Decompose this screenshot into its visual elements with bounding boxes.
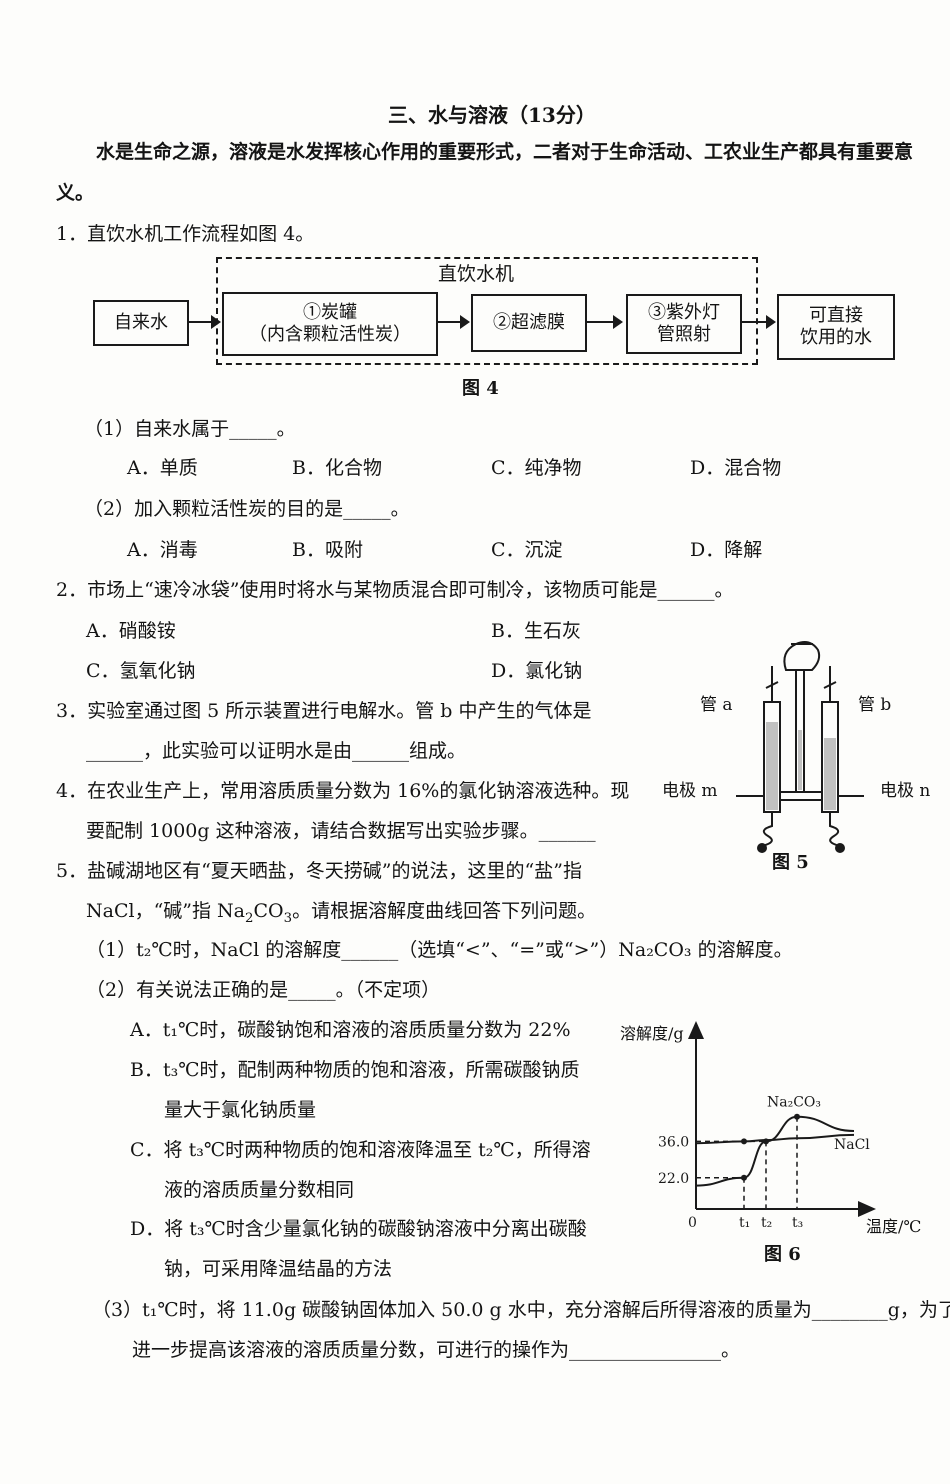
step3-box: ③紫外灯 管照射 xyxy=(626,294,742,354)
q3-line1: 3．实验室通过图 5 所示装置进行电解水。管 b 中产生的气体是 xyxy=(56,700,592,722)
arrow-4 xyxy=(742,315,776,329)
step2-label: ②超滤膜 xyxy=(493,312,565,333)
q1-stem: 1．直饮水机工作流程如图 4。 xyxy=(56,223,315,245)
q1-sub2-option-c: C．沉淀 xyxy=(491,539,563,561)
y-tick-label-1: 36.0 xyxy=(658,1134,689,1150)
q5-line2-part-a: NaCl，“碱”指 Na xyxy=(86,900,245,922)
q5-sub2: （2）有关说法正确的是_____。（不定项） xyxy=(86,979,441,1001)
q5-line1: 5．盐碱湖地区有“夏天晒盐，冬天捞碱”的说法，这里的“盐”指 xyxy=(56,860,582,882)
x-tick-label-3: t₃ xyxy=(792,1215,803,1231)
q1-sub1-option-a: A．单质 xyxy=(127,457,198,479)
q5-option-c-line2: 液的溶质质量分数相同 xyxy=(164,1179,355,1201)
q1-sub2-option-d: D．降解 xyxy=(690,539,763,561)
x-tick-label-0: 0 xyxy=(688,1215,697,1231)
q5-line2: NaCl，“碱”指 Na2CO3。请根据溶解度曲线回答下列问题。 xyxy=(86,899,596,931)
key-point-2 xyxy=(794,1113,800,1120)
machine-frame xyxy=(216,257,758,365)
y-tick-label-0: 22.0 xyxy=(658,1171,689,1187)
chart-xlabel: 温度/℃ xyxy=(866,1217,922,1236)
figure-5-caption: 图 5 xyxy=(772,852,809,873)
q5-line2-part-b: CO xyxy=(253,900,284,922)
step3-line1: ③紫外灯 xyxy=(648,302,720,323)
series-label-0: Na₂CO₃ xyxy=(767,1095,821,1111)
series-line-0 xyxy=(695,1115,855,1187)
series-line-1 xyxy=(695,1133,855,1145)
q5-option-b-line2: 量大于氯化钠质量 xyxy=(164,1099,317,1121)
electrode-m-label: 电极 m xyxy=(662,781,718,801)
x-tick-label-1: t₁ xyxy=(739,1215,750,1231)
step3-line2: 管照射 xyxy=(657,324,711,345)
q2-option-c: C．氢氧化钠 xyxy=(86,660,196,682)
step1-box: ①炭罐 （内含颗粒活性炭） xyxy=(222,292,438,356)
q5-option-d-line2: 钠，可采用降温结晶的方法 xyxy=(164,1258,393,1280)
figure-4-caption: 图 4 xyxy=(462,378,499,399)
arrow-3 xyxy=(587,315,623,329)
chart-ylabel: 溶解度/g xyxy=(620,1024,684,1043)
section-title: 三、水与溶液（13分） xyxy=(388,103,596,127)
figure-6-solubility-chart: Na₂CO₃ NaCl 22.0 36.0 0 t₁ t₂ t₃ xyxy=(658,1021,876,1231)
q2-option-d: D．氯化钠 xyxy=(491,660,583,682)
figure-6-caption: 图 6 xyxy=(764,1244,801,1265)
figure-5-apparatus xyxy=(736,641,864,853)
output-box: 可直接 饮用的水 xyxy=(777,294,895,360)
q1-sub2-option-a: A．消毒 xyxy=(127,539,198,561)
tube-a-label: 管 a xyxy=(700,695,733,715)
q4-line1: 4．在农业生产上，常用溶质质量分数为 16%的氯化钠溶液选种。现 xyxy=(56,780,630,802)
tube-b-label: 管 b xyxy=(858,695,892,715)
step1-line2: （内含颗粒活性炭） xyxy=(249,324,411,345)
series-label-1: NaCl xyxy=(834,1137,870,1153)
machine-title: 直饮水机 xyxy=(438,263,515,285)
step2-box: ②超滤膜 xyxy=(471,294,587,352)
q5-line2-subscript: 2 xyxy=(245,910,254,926)
source-label: 自来水 xyxy=(114,312,168,333)
electrode-n-label: 电极 n xyxy=(880,781,931,801)
q1-sub2-option-b: B．吸附 xyxy=(292,539,363,561)
x-tick-label-2: t₂ xyxy=(761,1215,772,1231)
q1-sub1: （1）自来水属于_____。 xyxy=(84,418,296,440)
q3-line2: ______，此实验可以证明水是由______组成。 xyxy=(86,740,467,762)
q2-option-a: A．硝酸铵 xyxy=(86,620,176,642)
q5-sub1: （1）t₂℃时，NaCl 的溶解度______（选填“<”、“=”或“>”）Na… xyxy=(86,939,793,961)
q5-option-b-line1: B．t₃℃时，配制两种物质的饱和溶液，所需碳酸钠质 xyxy=(130,1059,580,1081)
q2-stem: 2．市场上“速冷冰袋”使用时将水与某物质混合即可制冷，该物质可能是______。 xyxy=(56,579,734,601)
q4-line2: 要配制 1000g 这种溶液，请结合数据写出实验步骤。______ xyxy=(86,820,596,842)
intro-line-1: 水是生命之源，溶液是水发挥核心作用的重要形式，二者对于生命活动、工农业生产都具有… xyxy=(96,141,914,163)
q5-option-c-line1: C．将 t₃℃时两种物质的饱和溶液降温至 t₂℃，所得溶 xyxy=(130,1139,591,1161)
q1-sub2: （2）加入颗粒活性炭的目的是_____。 xyxy=(84,498,410,520)
output-line2: 饮用的水 xyxy=(800,327,872,348)
q1-sub1-option-c: C．纯净物 xyxy=(491,457,582,479)
q5-sub3-line1: （3）t₁℃时，将 11.0g 碳酸钠固体加入 50.0 g 水中，充分溶解后所… xyxy=(92,1299,950,1321)
arrow-1 xyxy=(187,315,221,329)
q5-option-a: A．t₁℃时，碳酸钠饱和溶液的溶质质量分数为 22% xyxy=(130,1019,571,1041)
output-line1: 可直接 xyxy=(809,305,863,326)
q5-line2-part-c: 。请根据溶解度曲线回答下列问题。 xyxy=(292,900,597,922)
source-box: 自来水 xyxy=(93,300,189,346)
q5-line2-subscript-2: 3 xyxy=(283,910,293,926)
intro-line-2: 义。 xyxy=(56,182,95,204)
q1-sub1-option-b: B．化合物 xyxy=(292,457,382,479)
q1-sub1-option-d: D．混合物 xyxy=(690,457,782,479)
q5-option-d-line1: D．将 t₃℃时含少量氯化钠的碳酸钠溶液中分离出碳酸 xyxy=(130,1218,587,1240)
step1-line1: ①炭罐 xyxy=(303,302,357,323)
q2-option-b: B．生石灰 xyxy=(491,620,581,642)
arrow-2 xyxy=(436,315,470,329)
q5-sub3-line2: 进一步提高该溶液的溶质质量分数，可进行的操作为________________。 xyxy=(132,1339,741,1361)
